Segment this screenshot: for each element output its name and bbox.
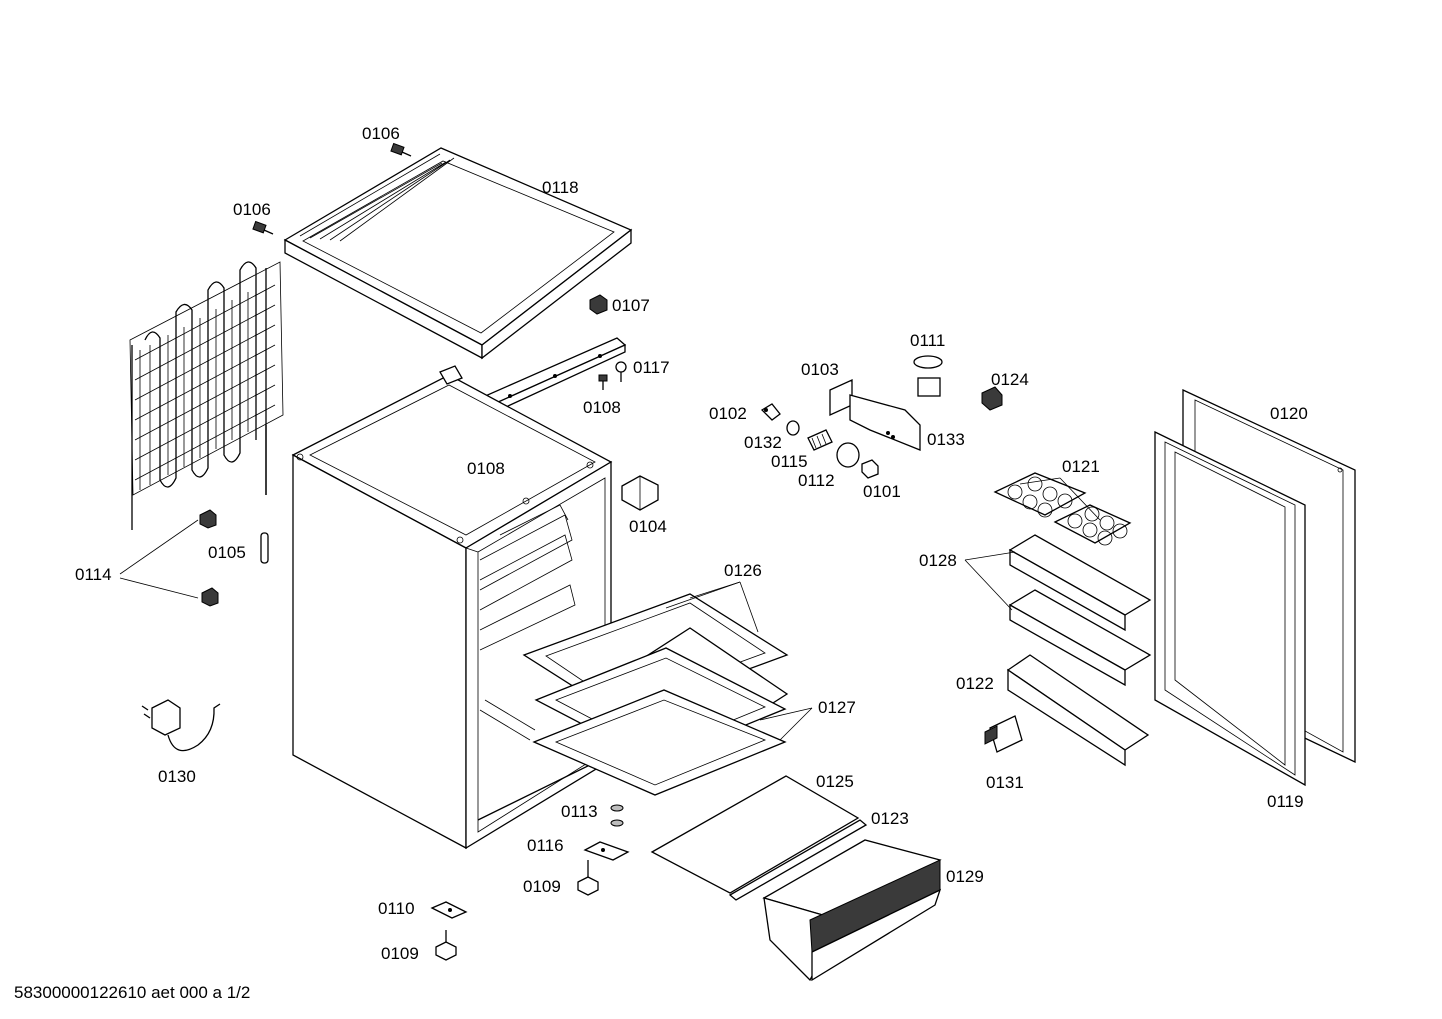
label-0115: 0115 <box>771 452 808 471</box>
document-code: 58300000122610 aet 000 a 1/2 <box>14 983 250 1002</box>
label-0122: 0122 <box>956 674 994 693</box>
label-0130: 0130 <box>158 767 196 786</box>
part-labels: 0106 0106 0118 0107 0117 0108 0108 0104 … <box>75 124 1308 963</box>
label-0116: 0116 <box>527 836 564 855</box>
door-shelf-0128-upper <box>1008 534 1152 632</box>
label-0104: 0104 <box>629 517 667 536</box>
label-0125: 0125 <box>816 772 854 791</box>
label-0101: 0101 <box>863 482 901 501</box>
label-0108-right: 0108 <box>583 398 621 417</box>
screw-0106-top <box>390 142 412 157</box>
label-0106-left: 0106 <box>233 200 271 219</box>
foot-0109-lower <box>435 930 457 961</box>
label-0121: 0121 <box>1062 457 1100 476</box>
door-shelf-0122 <box>1006 654 1150 767</box>
hinge-0116 <box>583 841 630 861</box>
label-0113: 0113 <box>561 802 598 821</box>
crisper-drawer-0129 <box>762 839 942 982</box>
label-0114: 0114 <box>75 565 112 584</box>
screw-0106-left <box>252 220 274 235</box>
drier-0105 <box>260 532 269 564</box>
label-0127: 0127 <box>818 698 856 717</box>
shelf-0127-lower <box>532 689 787 796</box>
foot-0109-upper <box>577 860 599 896</box>
screw-0117 <box>615 361 627 382</box>
lamp-0102 <box>760 403 781 421</box>
cabinet-body <box>291 365 613 850</box>
condenser-coil <box>129 261 284 530</box>
label-0120: 0120 <box>1270 404 1308 423</box>
bracket-0110 <box>430 901 468 919</box>
connector-0124 <box>981 386 1003 411</box>
washer-0113 <box>610 804 624 827</box>
label-0132: 0132 <box>744 433 782 452</box>
ring-0132 <box>786 420 800 436</box>
label-0106-top: 0106 <box>362 124 400 143</box>
grommet-0114-lower <box>201 587 219 607</box>
label-0111: 0111 <box>910 331 945 350</box>
grommet-0114-upper <box>199 509 217 529</box>
label-0107: 0107 <box>612 296 650 315</box>
button-0101 <box>861 459 879 479</box>
cap-0131 <box>984 715 1023 753</box>
clip-0107 <box>589 294 608 315</box>
knob-0112 <box>836 442 860 468</box>
egg-tray-0121-lower <box>1053 504 1132 546</box>
label-0123: 0123 <box>871 809 909 828</box>
label-0128: 0128 <box>919 551 957 570</box>
leader-lines <box>119 477 1101 741</box>
egg-tray-0121-upper <box>993 472 1087 518</box>
power-cord-0130 <box>141 699 221 752</box>
label-0109-lower: 0109 <box>381 944 419 963</box>
cover-0103 <box>829 378 853 417</box>
housing-0133 <box>849 394 921 451</box>
label-0129: 0129 <box>946 867 984 886</box>
label-0112: 0112 <box>798 471 835 490</box>
lampholder-0115 <box>807 429 833 451</box>
label-0118: 0118 <box>542 178 579 197</box>
label-0133: 0133 <box>927 430 965 449</box>
glass-plate-0125 <box>650 775 860 894</box>
label-0131: 0131 <box>986 773 1024 792</box>
label-0109-upper: 0109 <box>523 877 561 896</box>
screw-0108-right <box>598 374 608 390</box>
door-gasket-0119 <box>1154 430 1306 787</box>
label-0124: 0124 <box>991 370 1029 389</box>
door-shelf-0128-lower <box>1008 589 1152 687</box>
thermostat-0111 <box>913 355 943 397</box>
bracket-0104 <box>621 475 659 511</box>
label-0108-bottom: 0108 <box>467 459 505 478</box>
label-0110: 0110 <box>378 899 415 918</box>
top-cover <box>283 147 633 360</box>
label-0119: 0119 <box>1267 792 1304 811</box>
label-0102: 0102 <box>709 404 747 423</box>
strip-0123 <box>728 819 868 901</box>
label-0126: 0126 <box>724 561 762 580</box>
label-0105: 0105 <box>208 543 246 562</box>
label-0117: 0117 <box>633 358 670 377</box>
label-0103: 0103 <box>801 360 839 379</box>
